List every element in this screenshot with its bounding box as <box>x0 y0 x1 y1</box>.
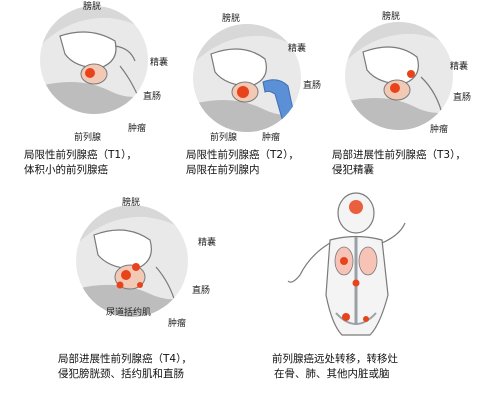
label-rectum-t2: 直肠 <box>303 81 322 91</box>
brain-lesion-mark <box>349 200 363 214</box>
panel-t4: 膀胱 精囊 直肠 尿道括约肌 肿瘤 局部进展性前列腺癌（T4）， 侵犯膀胱颈、括… <box>40 195 240 400</box>
tumor-mark-t1 <box>85 68 95 78</box>
lung-lesion-mark <box>340 257 348 265</box>
tumor-mark-t4-d <box>137 282 143 288</box>
anatomy-drawing-t2 <box>193 24 301 132</box>
caption-t2: 局限性前列腺癌（T2）， 局限在前列腺内 <box>186 149 299 176</box>
label-tumor-t1: 肿瘤 <box>128 124 147 134</box>
body-drawing-metastasis <box>287 192 406 336</box>
panel-metastasis: 前列腺癌远处转移，转移灶 在骨、肺、其他内脏或脑 <box>270 185 500 400</box>
caption-t1: 局限性前列腺癌（T1）， 体积小的前列腺癌 <box>24 149 137 176</box>
tumor-mark-t3 <box>390 83 400 93</box>
label-rectum-t4: 直肠 <box>192 286 211 296</box>
tumor-mark-t3-vesicle <box>407 70 415 78</box>
label-urethral-sphincter-t4: 尿道括约肌 <box>106 308 152 318</box>
label-tumor-t3: 肿瘤 <box>430 125 449 135</box>
caption-t4: 局部进展性前列腺癌（T4）， 侵犯膀胱颈、括约肌和直肠 <box>58 353 192 380</box>
tumor-mark-t4-b <box>132 263 140 271</box>
caption-t3: 局部进展性前列腺癌（T3）， 侵犯精囊 <box>332 149 466 176</box>
label-bladder-t4: 膀胱 <box>122 198 141 208</box>
ultrasound-probe-t2 <box>262 79 296 123</box>
label-tumor-t2: 肿瘤 <box>262 133 281 143</box>
label-rectum-t3: 直肠 <box>453 93 472 103</box>
anatomy-drawing-t3 <box>345 22 453 130</box>
anatomy-circle-t3 <box>345 22 453 130</box>
anatomy-drawing-t4 <box>76 205 188 317</box>
label-bladder-t3: 膀胱 <box>382 12 401 22</box>
pelvis-lesion-mark <box>342 313 350 321</box>
panel-t1: 膀胱 精囊 直肠 肿瘤 前列腺 局限性前列腺癌（T1）， 体积小的前列腺癌 <box>0 0 170 190</box>
label-prostate-t1: 前列腺 <box>74 133 102 143</box>
tumor-mark-t4-a <box>121 270 131 280</box>
anatomy-drawing-t1 <box>40 6 148 114</box>
label-rectum-t1: 直肠 <box>143 92 162 102</box>
label-seminal-vesicle-t4: 精囊 <box>198 238 217 248</box>
panel-t2: 膀胱 精囊 直肠 前列腺 肿瘤 局限性前列腺癌（T2）， 局限在前列腺内 <box>170 0 330 190</box>
caption-metastasis: 前列腺癌远处转移，转移灶 在骨、肺、其他内脏或脑 <box>272 353 398 380</box>
label-seminal-vesicle-t3: 精囊 <box>450 62 469 72</box>
panel-t3: 膀胱 精囊 直肠 肿瘤 局部进展性前列腺癌（T3）， 侵犯精囊 <box>330 0 500 190</box>
tumor-mark-t2 <box>237 86 249 98</box>
label-seminal-vesicle-t2: 精囊 <box>288 44 307 54</box>
label-bladder-t2: 膀胱 <box>222 14 241 24</box>
anatomy-circle-t4 <box>76 205 188 317</box>
label-seminal-vesicle-t1: 精囊 <box>150 58 169 68</box>
anatomy-circle-t2 <box>193 24 301 132</box>
label-bladder-t1: 膀胱 <box>83 2 102 12</box>
tumor-mark-t4-c <box>116 281 124 289</box>
label-tumor-t4: 肿瘤 <box>168 319 187 329</box>
pelvis-lesion-mark-2 <box>363 316 369 322</box>
spine-lesion-mark <box>352 279 360 287</box>
label-prostate-t2: 前列腺 <box>210 133 238 143</box>
anatomy-circle-t1 <box>40 6 148 114</box>
